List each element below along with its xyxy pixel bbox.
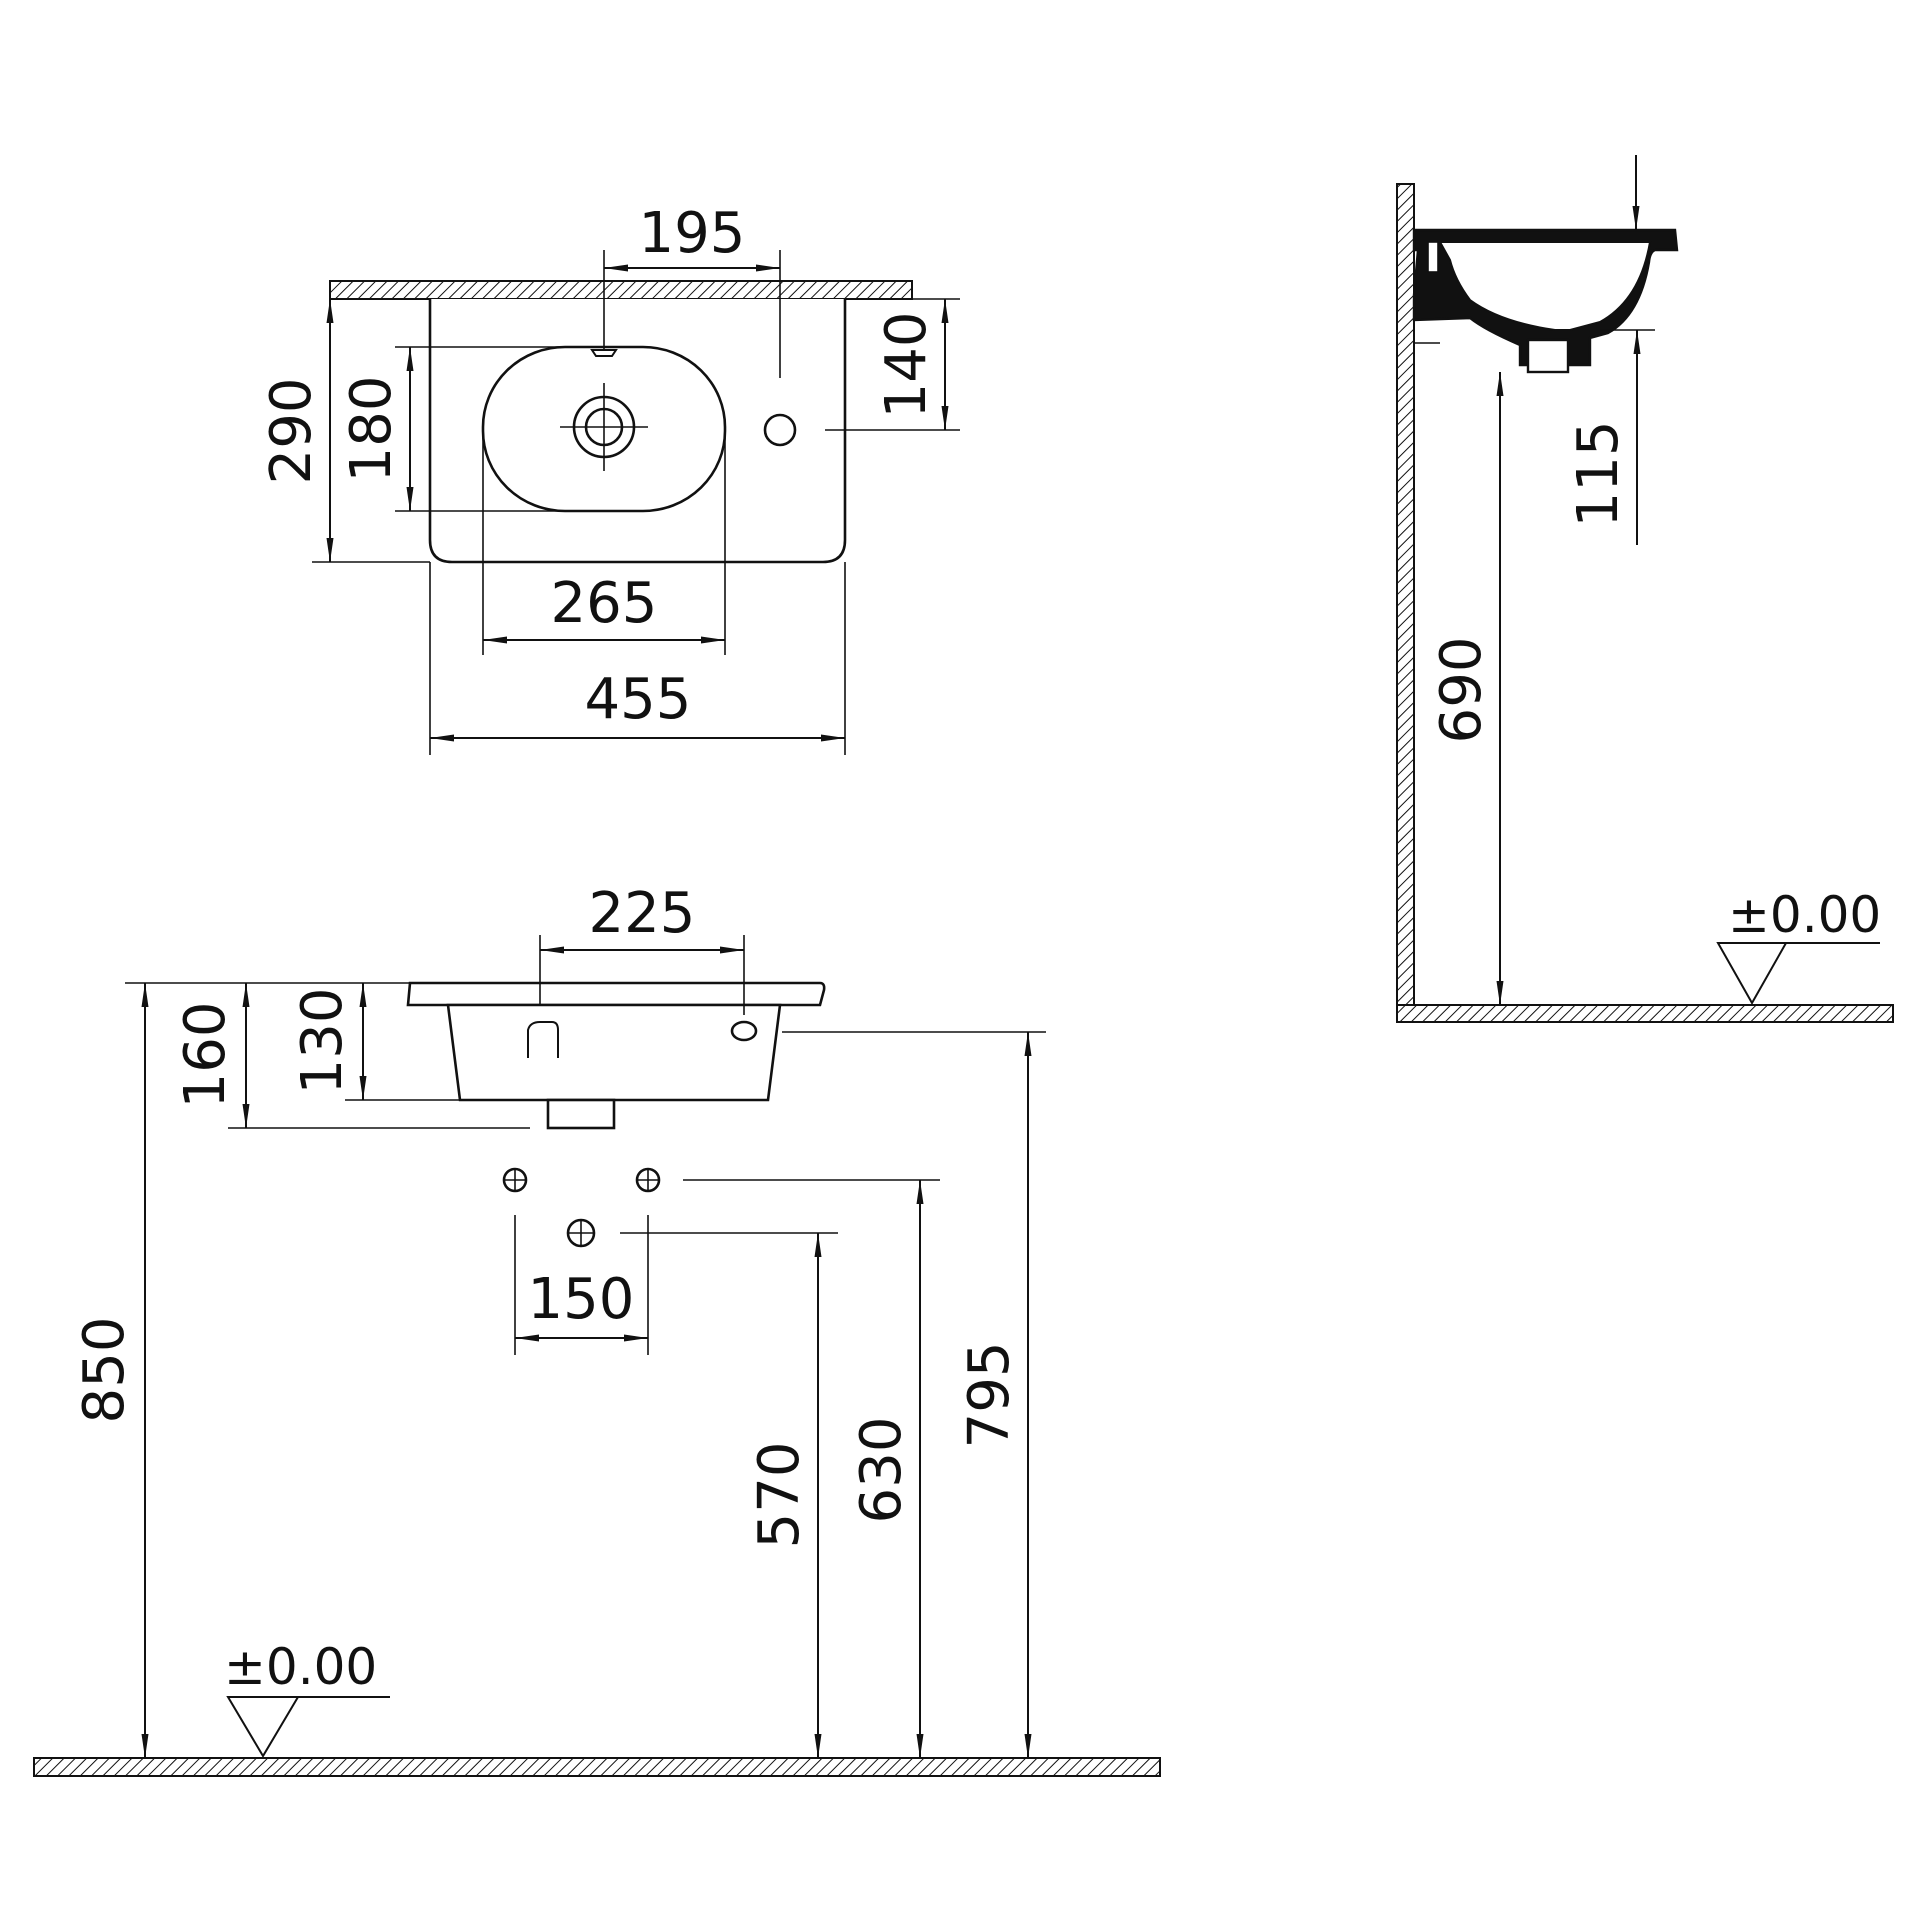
dim-overflow-spacing: 225 — [589, 881, 696, 946]
floor-hatch-front — [33, 1757, 1161, 1777]
basin-rim-front — [406, 981, 826, 1007]
side-view: 115 690 ±0.00 — [1396, 155, 1894, 1023]
waste-outlet-side — [1526, 338, 1570, 374]
plan-wall-hatch — [329, 280, 913, 300]
floor-hatch-side — [1396, 1004, 1894, 1023]
supply-point-right — [635, 1167, 661, 1193]
dim-tap-offset: 195 — [639, 201, 746, 266]
dim-rim-height: 850 — [72, 1317, 137, 1424]
dim-supply-height: 630 — [849, 1417, 914, 1524]
front-view: 225 850 160 130 150 570 630 795 — [33, 881, 1161, 1777]
dim-bowl-depth: 180 — [339, 376, 404, 483]
dim-depth-body: 130 — [290, 988, 355, 1095]
overflow-front — [527, 1021, 559, 1058]
waste-outlet-front — [546, 1098, 616, 1130]
dim-bowl-width: 265 — [551, 571, 658, 636]
floor-level-marker-side: ±0.00 — [1716, 886, 1881, 1006]
dim-supply-spacing: 150 — [528, 1267, 635, 1332]
dim-overall-depth: 290 — [259, 378, 324, 485]
plan-view: 195 140 290 180 265 455 — [259, 201, 960, 755]
basin-bowl-side — [1438, 241, 1652, 331]
dim-trap-height: 690 — [1429, 637, 1494, 744]
basin-body-front — [446, 1003, 782, 1102]
overflow-plan — [590, 349, 618, 357]
floor-level-label-front: ±0.00 — [224, 1638, 377, 1696]
floor-level-marker-front: ±0.00 — [224, 1638, 390, 1758]
dim-tap-hole-depth: 140 — [874, 312, 939, 419]
overflow-channel-side — [1427, 241, 1439, 273]
wall-hatch-side — [1396, 183, 1415, 1023]
dim-depth-total: 160 — [173, 1002, 238, 1109]
supply-point-left — [502, 1167, 528, 1193]
dim-overall-width: 455 — [585, 667, 692, 732]
tap-hole-plan — [763, 413, 797, 447]
dim-overflow-height: 795 — [957, 1342, 1022, 1449]
dim-waste-height: 570 — [747, 1442, 812, 1549]
waste-point — [566, 1218, 596, 1248]
tap-hole-front — [730, 1020, 758, 1042]
floor-level-label-side: ±0.00 — [1728, 886, 1881, 944]
dim-waste-drop: 115 — [1566, 421, 1631, 528]
